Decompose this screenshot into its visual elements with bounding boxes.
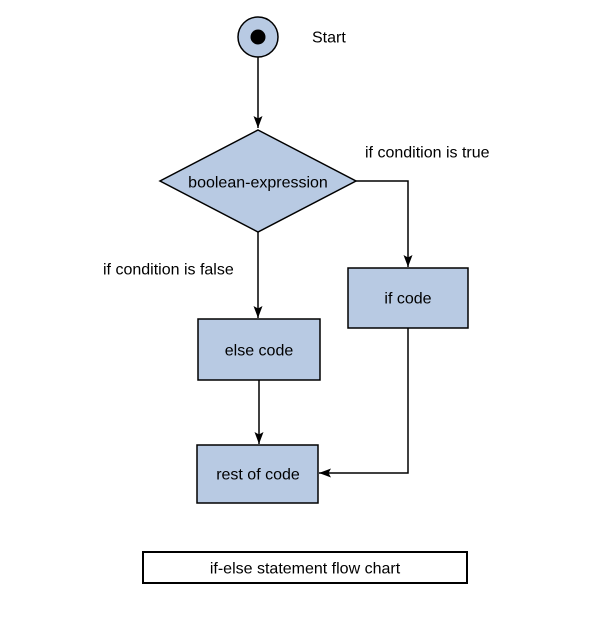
false-branch-label: if condition is false xyxy=(103,262,234,279)
edge-if-code-to-rest xyxy=(319,328,409,478)
caption-label: if-else statement flow chart xyxy=(210,561,401,578)
if-code-label: if code xyxy=(384,291,431,308)
rest-of-code-box xyxy=(196,444,319,504)
if-code-box xyxy=(347,267,469,329)
start-label: Start xyxy=(312,30,346,47)
else-code-box xyxy=(197,318,321,381)
else-code-label: else code xyxy=(225,343,294,360)
true-branch-label: if condition is true xyxy=(365,145,490,162)
caption-box xyxy=(142,551,468,584)
start-node-dot xyxy=(250,29,266,45)
rest-of-code-label: rest of code xyxy=(216,467,300,484)
decision-diamond xyxy=(158,129,358,233)
edge-decision-to-if-code xyxy=(356,180,413,267)
decision-label: boolean-expression xyxy=(188,175,328,192)
